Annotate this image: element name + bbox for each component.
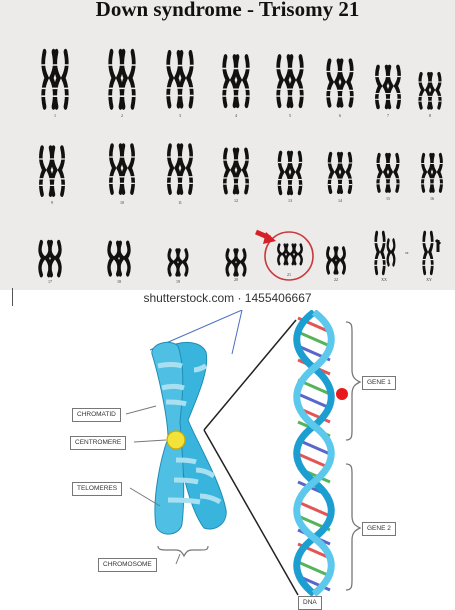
chromosome-number: 6	[339, 113, 341, 118]
chromosome-dna-diagram	[0, 310, 455, 609]
label-dna: DNA	[298, 596, 322, 610]
chromosome-illustration	[152, 342, 226, 534]
centromere-dot	[167, 431, 185, 449]
gene1-bracket	[346, 322, 360, 440]
chromosome-number: 8	[429, 113, 431, 118]
chromosome-number: 11	[178, 200, 182, 205]
sex-chromosomes-xx	[375, 233, 395, 273]
chromosome-number: 22	[334, 277, 338, 282]
chromosome-number: 17	[48, 279, 52, 284]
sex-chromosomes-xy	[423, 233, 441, 273]
chromosome-number: 5	[289, 113, 291, 118]
chromosome-number: 19	[176, 279, 180, 284]
karyotype-row-2	[39, 146, 443, 194]
or-label: or	[405, 250, 409, 255]
chromosome-number: 18	[117, 279, 121, 284]
chromosome-number: 10	[120, 200, 124, 205]
image-credit: shutterstock.com · 1455406667	[0, 291, 455, 305]
karyotype-row-3	[40, 242, 245, 274]
chromosome-number: 7	[387, 113, 389, 118]
chromosome-number: 13	[288, 198, 292, 203]
chromosome-number: 16	[430, 196, 434, 201]
chromosome-number: XY	[426, 277, 432, 282]
chromosome-number: 15	[386, 196, 390, 201]
karyotype-row-1	[42, 52, 442, 108]
chromosome-number: 2	[121, 113, 123, 118]
dna-helix	[297, 312, 348, 594]
chromosome-number: 20	[234, 277, 238, 282]
chromosome-number: 3	[179, 113, 181, 118]
connector-line	[232, 310, 242, 354]
chromosome-number: XX	[381, 277, 387, 282]
karyotype-chromosomes: 1 2 3 4 5 6 7 8 9 10 11 12 13 14 1	[0, 0, 455, 290]
label-telomeres: TELOMERES	[72, 482, 122, 496]
gene2-bracket	[346, 464, 360, 590]
chromosome-number: 9	[51, 200, 53, 205]
label-chromosome: CHROMOSOME	[98, 558, 157, 572]
chromosome-number: 4	[235, 113, 237, 118]
label-centromere: CENTROMERE	[70, 436, 126, 450]
chromosome-number: 1	[54, 113, 56, 118]
label-gene-1: GENE 1	[362, 376, 396, 390]
label-gene-2: GENE 2	[362, 522, 396, 536]
chromosome-brace	[158, 546, 208, 556]
label-chromatid: CHROMATID	[72, 408, 121, 422]
red-marker-dot	[336, 388, 348, 400]
chromosome-number: 12	[234, 198, 238, 203]
karyotype-panel: Down syndrome - Trisomy 21	[0, 0, 455, 290]
chromosome-number: 14	[338, 198, 342, 203]
chromosome-number: 21	[287, 272, 291, 277]
trisomy-21-chromosomes	[278, 245, 301, 264]
